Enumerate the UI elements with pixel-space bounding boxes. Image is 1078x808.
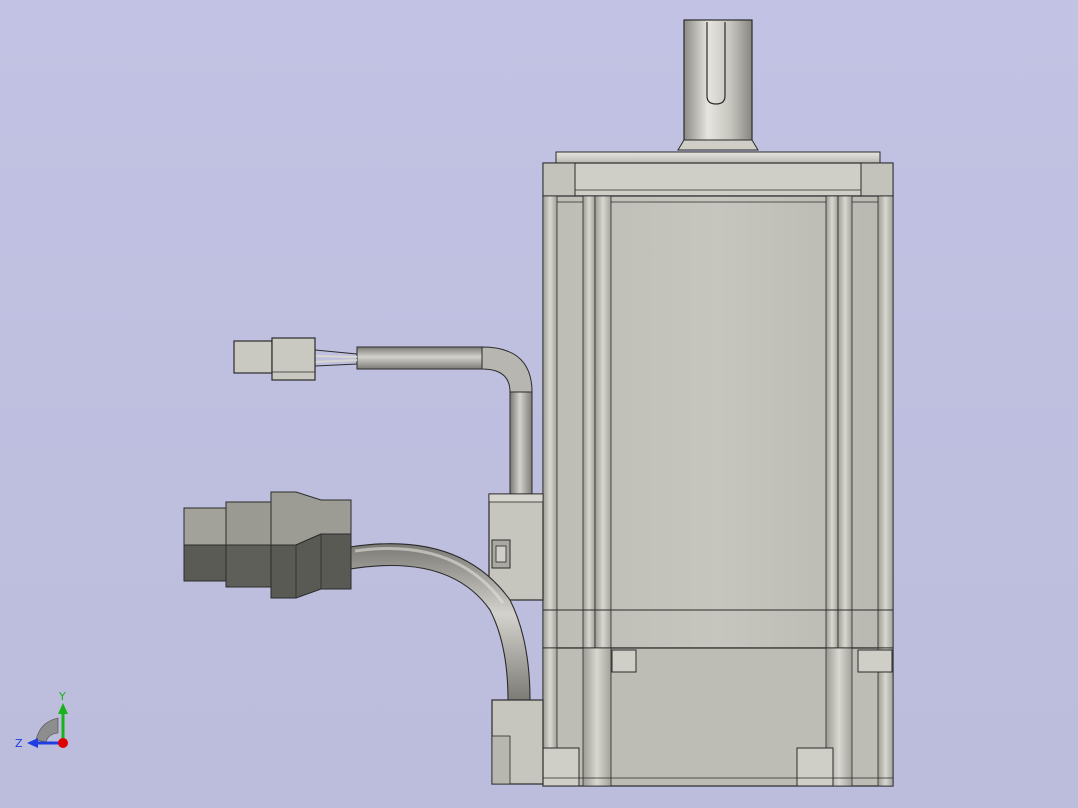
cable-gland-lower	[491, 699, 544, 785]
upper-cable	[314, 346, 533, 495]
motor-body	[542, 195, 894, 787]
cable-wires	[314, 349, 358, 367]
shaft-keyway	[706, 22, 726, 105]
triad-z-arrow	[27, 738, 38, 748]
power-connector	[183, 491, 352, 599]
encoder-housing	[542, 647, 894, 787]
triad-z-label: Z	[15, 737, 23, 750]
orientation-triad: Y Z	[15, 690, 68, 750]
front-flange	[542, 151, 894, 197]
cable-gland-upper	[488, 493, 544, 601]
triad-y-label: Y	[58, 690, 66, 703]
small-plug-connector	[233, 337, 316, 381]
triad-arc	[35, 717, 59, 743]
triad-x-axis	[58, 738, 68, 748]
motor-shaft	[677, 19, 759, 151]
triad-y-arrow	[58, 703, 68, 714]
